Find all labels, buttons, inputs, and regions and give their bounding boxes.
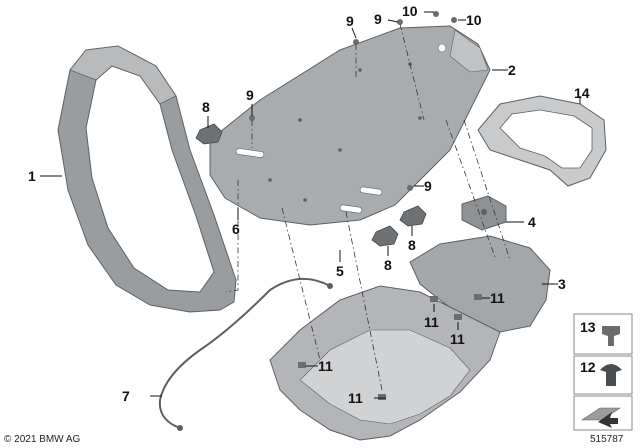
fastener-screws: [249, 11, 457, 191]
copyright: © 2021 BMW AG: [4, 434, 81, 445]
part-7-cable: [158, 277, 331, 429]
callout-9a: 9: [246, 87, 254, 103]
callout-10a: 10: [402, 3, 418, 19]
callout-10b: 10: [466, 12, 482, 28]
callout-8c: 8: [384, 257, 392, 273]
legend-part-13: 13: [573, 313, 633, 355]
callout-4: 4: [528, 214, 536, 230]
callout-8a: 8: [202, 99, 210, 115]
callout-9b: 9: [346, 13, 354, 29]
callout-11d: 11: [450, 331, 465, 347]
callout-3: 3: [558, 276, 566, 292]
part-8-clip-b: [399, 205, 427, 227]
callout-6: 6: [232, 221, 240, 237]
leader-lines: [40, 11, 581, 399]
part-2-base-plate: [209, 25, 491, 226]
callout-11e: 11: [490, 290, 505, 306]
callout-7: 7: [122, 388, 130, 404]
diagram-id: 515787: [590, 434, 624, 445]
part-8-clip-c: [371, 225, 399, 247]
callout-2: 2: [508, 62, 516, 78]
callout-5: 5: [336, 263, 344, 279]
legend-arrow: [573, 395, 633, 431]
callout-8b: 8: [408, 237, 416, 253]
callout-9d: 9: [424, 178, 432, 194]
callout-9c: 9: [374, 11, 382, 27]
legend-part-12: 12: [573, 355, 633, 395]
callout-11c: 11: [424, 314, 439, 330]
callout-11a: 11: [318, 358, 333, 374]
callout-14: 14: [574, 85, 590, 101]
legend-13-label: 13: [580, 319, 596, 335]
part-3-lower-shell: [269, 235, 551, 441]
part-1-frame: [57, 45, 237, 313]
callout-11b: 11: [348, 390, 363, 406]
legend-12-label: 12: [580, 359, 596, 375]
assembly-lines: [225, 23, 511, 391]
part-8-clip-a: [195, 123, 223, 145]
arrow-icon: [598, 412, 618, 428]
part-4-hinge: [461, 195, 507, 231]
part-14-bracket: [477, 95, 607, 187]
callout-1: 1: [28, 168, 36, 184]
part-11-nuts: [298, 294, 482, 400]
